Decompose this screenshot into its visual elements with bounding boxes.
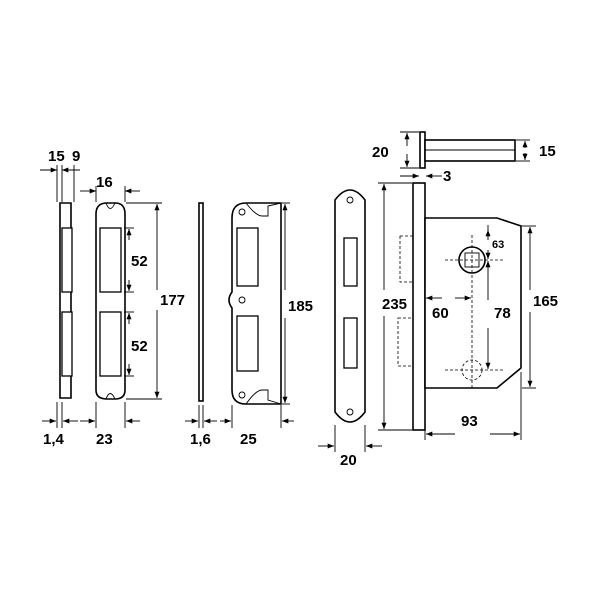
lock-faceplate — [334, 189, 366, 423]
dim-spindle-offset: 63 — [492, 239, 504, 251]
dim-strike-slot-width: 16 — [96, 174, 113, 191]
strike-side-slot-bottom — [61, 311, 73, 377]
strike-side-slot-top — [61, 227, 73, 293]
latch-bolt — [399, 235, 414, 283]
dim-strike-slot-height-top: 52 — [131, 253, 148, 270]
dim-handle-spindle-length: 20 — [372, 144, 389, 161]
dim-strike-plate-height: 177 — [160, 292, 185, 309]
dim-face-height: 235 — [382, 296, 407, 313]
keeper-screw-bottom — [238, 391, 246, 399]
keeper-slot-bottom — [236, 315, 259, 372]
dim-plate-thickness: 1,6 — [190, 431, 211, 448]
lock-case — [424, 217, 522, 389]
strike-top-notch — [105, 202, 116, 209]
dim-strike-slot-height-bottom: 52 — [131, 338, 148, 355]
keeper-side-profile — [198, 202, 204, 402]
faceplate-bolt-slot — [343, 317, 358, 369]
dim-strike-thickness: 1,4 — [43, 431, 65, 448]
keeper-screw-middle — [238, 296, 246, 304]
dim-strike-plate-width: 23 — [96, 431, 113, 448]
dim-case-height: 165 — [533, 293, 558, 310]
dim-faceplate-width-a: 15 — [48, 148, 65, 165]
dim-case-depth: 93 — [461, 413, 478, 430]
strike-front-slot-top — [99, 227, 122, 293]
handle-spindle — [424, 139, 516, 162]
strike-bottom-notch — [105, 393, 116, 400]
dim-plate-width: 25 — [240, 431, 257, 448]
keeper-slot-top — [236, 227, 259, 287]
dim-face-width: 20 — [340, 452, 357, 469]
faceplate-screw-bottom — [346, 408, 354, 416]
dim-backset: 60 — [432, 305, 449, 322]
dead-bolt — [397, 317, 414, 367]
faceplate-latch-slot — [343, 237, 358, 287]
dim-plate-height: 185 — [288, 298, 313, 315]
lock-faceplate-group: 20 — [318, 189, 382, 469]
lock-body-group: 20 15 3 235 60 — [372, 131, 558, 440]
keeper-screw-top — [238, 208, 246, 216]
dim-handle-spindle-diameter: 15 — [539, 143, 556, 160]
lock-forend — [412, 182, 426, 431]
strike-front-slot-bottom — [99, 311, 122, 377]
strike-plate-group: 15 9 16 52 52 177 1,4 23 — [40, 148, 185, 448]
dim-handle-offset: 3 — [443, 168, 451, 185]
dim-spindle-to-key: 78 — [494, 305, 511, 322]
dim-faceplate-width-b: 9 — [72, 148, 80, 165]
keeper-plate-group: 185 1,6 25 — [185, 202, 313, 448]
faceplate-screw-top — [346, 196, 354, 204]
